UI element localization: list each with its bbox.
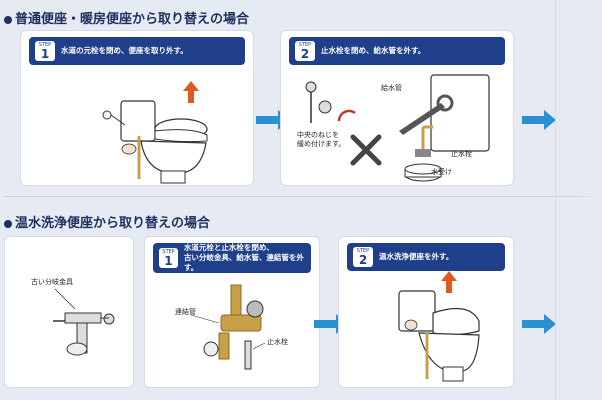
section1-title: 普通便座・暖房便座から取り替えの場合: [4, 8, 249, 27]
section-divider: [4, 196, 602, 197]
water-receiver-label: 水受け: [431, 168, 452, 176]
section2-step1-panel: STEP 1 水道元栓と止水栓を閉め、 古い分岐金具、給水管、連結管を外す。 連…: [144, 236, 320, 388]
shutoff-valve-label: 止水栓: [267, 338, 288, 346]
step-header: STEP 1 水道元栓と止水栓を閉め、 古い分岐金具、給水管、連結管を外す。: [153, 243, 311, 273]
section1-step1-panel: STEP 1 水道の元栓を閉め、便座を取り外す。: [20, 30, 254, 186]
page-edge-fade: [562, 0, 602, 400]
section1-step2-panel: STEP 2 止水栓を閉め、給水管を外す。 給水管 中央のねじを 緩め付けます。…: [280, 30, 514, 186]
toilet-illustration: [398, 271, 480, 382]
center-screw-label: 中央のねじを 緩め付けます。: [297, 131, 346, 148]
next-arrow-icon: [522, 110, 556, 130]
step-badge: STEP 1: [159, 248, 178, 268]
section2-title: 温水洗浄便座から取り替えの場合: [4, 212, 210, 231]
old-splitter-label: 古い分岐金具: [31, 278, 73, 286]
step-badge: STEP 2: [353, 247, 373, 267]
connector-illustration: [190, 284, 266, 370]
shutoff-valve-label: 止水栓: [451, 150, 472, 158]
connector-pipe-label: 連結管: [175, 308, 196, 316]
bullet-icon: [4, 219, 12, 228]
step-badge: STEP 2: [295, 41, 315, 61]
page-edge-divider: [555, 0, 556, 400]
lift-arrow-icon: [441, 271, 457, 293]
step-instruction-line1: 水道元栓と止水栓を閉め、: [183, 243, 274, 252]
step-instruction: 止水栓を閉め、給水管を外す。: [321, 46, 426, 55]
next-arrow-icon: [522, 314, 556, 334]
step-instruction: 水道の元栓を閉め、便座を取り外す。: [61, 46, 188, 55]
water-pipe-label: 給水管: [381, 84, 402, 92]
section2-step2-panel: STEP 2 温水洗浄便座を外す。: [338, 236, 514, 388]
step-badge: STEP 1: [35, 41, 55, 61]
step-header: STEP 1 水道の元栓を閉め、便座を取り外す。: [29, 37, 245, 65]
step-header: STEP 2 温水洗浄便座を外す。: [347, 243, 505, 271]
splitter-illustration: [53, 288, 115, 356]
toilet-illustration: [102, 81, 208, 184]
step-header: STEP 2 止水栓を閉め、給水管を外す。: [289, 37, 505, 65]
lift-arrow-icon: [183, 81, 199, 103]
step-instruction: 温水洗浄便座を外す。: [379, 252, 454, 261]
section2-overview-panel: 古い分岐金具: [4, 236, 134, 388]
valve-illustration: [305, 74, 490, 182]
bullet-icon: [4, 15, 12, 24]
step-instruction-line2: 古い分岐金具、給水管、連結管を外す。: [183, 253, 304, 272]
